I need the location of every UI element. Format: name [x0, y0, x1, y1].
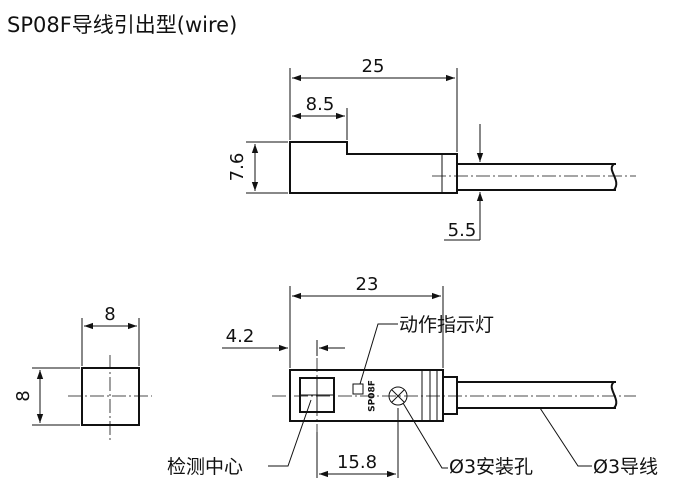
callout-mounting-hole: Ø3安装孔 [449, 456, 533, 478]
indicator-light [352, 383, 364, 395]
callout-leader-wire [539, 407, 592, 467]
callout-sensing-center: 检测中心 [167, 456, 243, 478]
top-view-body-outline [289, 141, 458, 194]
end-view: 8 8 [13, 304, 152, 440]
end-view-body [81, 367, 140, 426]
top-view: 25 8.5 7.6 5.5 [227, 56, 636, 241]
dim-hole-15-8: 15.8 [337, 452, 377, 473]
page-title: SP08F导线引出型(wire) [7, 13, 238, 37]
front-view-cable-break [610, 381, 618, 409]
mounting-hole-hatch-2 [391, 389, 405, 403]
top-view-cable-break [610, 163, 618, 191]
dim-height-7-6: 7.6 [227, 153, 248, 182]
dim-height-8: 8 [13, 390, 34, 401]
dim-offset-4-2: 4.2 [226, 326, 255, 347]
dim-step-8-5: 8.5 [306, 94, 335, 115]
callout-leader-indicator [359, 323, 398, 385]
front-view-cable-stub [442, 376, 458, 415]
callout-leader-sensing [268, 399, 312, 467]
dim-width-8: 8 [104, 304, 115, 325]
dim-length-23: 23 [356, 274, 379, 295]
callout-wire: Ø3导线 [593, 456, 658, 478]
callout-indicator-light: 动作指示灯 [399, 314, 494, 336]
front-view: SP08F 23 4.2 15.8 动作指示灯 检测中心 Ø3安装孔 [167, 274, 658, 478]
callout-leader-hole [402, 402, 448, 469]
dim-cable-5-5: 5.5 [448, 220, 477, 241]
dim-length-25: 25 [362, 56, 385, 77]
